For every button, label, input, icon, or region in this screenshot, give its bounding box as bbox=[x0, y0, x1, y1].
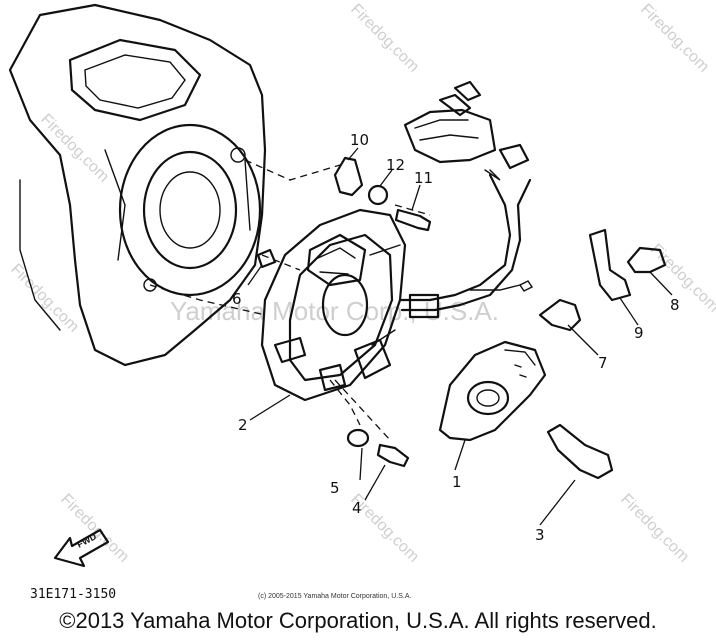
watermark-text: Firedog.com bbox=[7, 261, 82, 336]
callout-10: 10 bbox=[350, 131, 369, 149]
leader-lines bbox=[247, 147, 673, 526]
callout-2: 2 bbox=[238, 416, 248, 434]
callout-9: 9 bbox=[634, 324, 644, 342]
watermark-text: Firedog.com bbox=[637, 1, 712, 76]
washer-12-shape bbox=[367, 184, 389, 206]
wiring-harness bbox=[398, 80, 534, 319]
callout-3: 3 bbox=[535, 526, 545, 544]
watermark-layer: Firedog.com Firedog.com Firedog.com Fire… bbox=[7, 1, 716, 566]
callout-11: 11 bbox=[414, 169, 433, 187]
callout-6: 6 bbox=[232, 290, 242, 308]
copyright-footer: ©2013 Yamaha Motor Corporation, U.S.A. A… bbox=[59, 608, 657, 633]
pickup-plate bbox=[438, 340, 547, 442]
watermark-text: Firedog.com bbox=[347, 1, 422, 76]
bolt-3-shape bbox=[546, 423, 614, 480]
callout-12: 12 bbox=[386, 156, 405, 174]
callout-4: 4 bbox=[352, 499, 362, 517]
assembly-lines bbox=[149, 159, 431, 441]
small-copyright: (c) 2005-2015 Yamaha Motor Corporation, … bbox=[258, 593, 411, 600]
watermark-text: Firedog.com bbox=[37, 111, 112, 186]
watermark-text: Firedog.com bbox=[617, 491, 692, 566]
pin-6-shape bbox=[256, 248, 277, 269]
screw-4-shape bbox=[376, 443, 410, 468]
screw-11-shape bbox=[394, 208, 432, 232]
callout-8: 8 bbox=[670, 296, 680, 314]
clamp-8-shape bbox=[626, 246, 667, 274]
part-code: 31E171-3150 bbox=[30, 587, 116, 602]
bracket-7-shape bbox=[538, 298, 582, 332]
callout-7: 7 bbox=[598, 354, 608, 372]
watermark-text: Firedog.com bbox=[647, 241, 716, 316]
callout-1: 1 bbox=[452, 473, 462, 491]
crankcase-outline bbox=[8, 3, 267, 367]
callouts: 1 2 3 4 5 6 7 8 9 10 12 11 bbox=[232, 131, 680, 544]
washer-5-shape bbox=[346, 428, 370, 448]
clip-10-shape bbox=[333, 156, 364, 197]
bracket-9-shape bbox=[588, 228, 632, 302]
watermark-text: Firedog.com bbox=[57, 491, 132, 566]
watermark-brand-text: Yamaha Motor Corp., U.S.A. bbox=[170, 296, 499, 326]
callout-5: 5 bbox=[330, 479, 340, 497]
